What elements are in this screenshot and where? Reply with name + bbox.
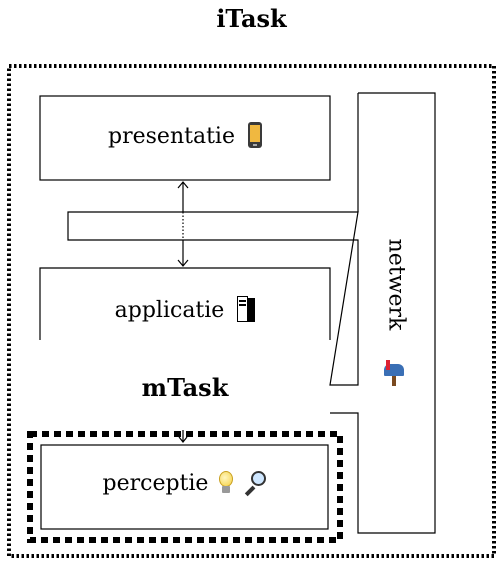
mtask-boundary — [27, 431, 343, 543]
application-label: applicatie — [114, 298, 225, 323]
desktop-computer-icon — [237, 296, 256, 322]
presentation-label: presentatie — [108, 124, 235, 149]
application-perception-arrow — [178, 430, 188, 443]
perception-box — [40, 444, 329, 530]
presentation-label-group: presentatie — [40, 122, 330, 149]
itask-title: iTask — [216, 4, 287, 33]
presentation-box — [39, 95, 331, 181]
application-label-group: applicatie — [40, 296, 330, 323]
mailbox-icon — [382, 358, 408, 386]
itask-boundary — [7, 64, 496, 558]
magnifier-icon — [242, 471, 267, 497]
application-box — [39, 267, 331, 340]
network-label: netwerk — [383, 238, 409, 331]
perception-label-group: perceptie — [41, 471, 328, 497]
mobile-phone-icon — [247, 122, 262, 148]
presentation-application-arrow — [177, 181, 189, 267]
perception-label: perceptie — [102, 471, 209, 496]
mtask-title: mTask — [141, 373, 229, 402]
network-label-group: netwerk — [358, 236, 435, 336]
lightbulb-icon — [219, 471, 234, 495]
